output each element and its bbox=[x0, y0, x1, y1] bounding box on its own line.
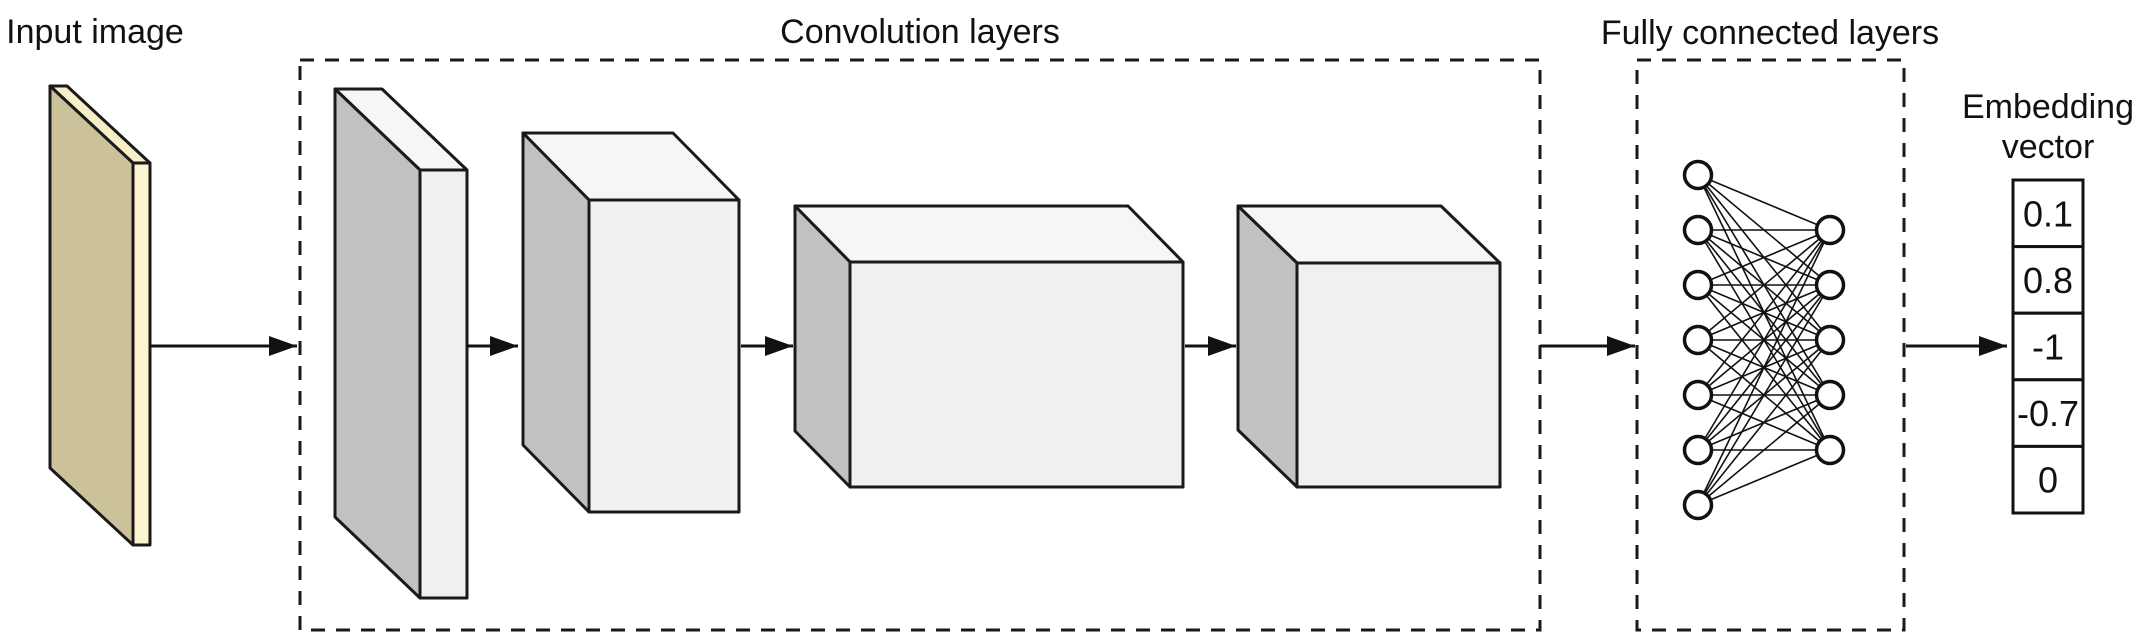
fc-input-node bbox=[1682, 159, 1714, 191]
embedding-vector-label-line1: Embedding bbox=[1962, 88, 2134, 126]
fc-network bbox=[1682, 159, 1846, 521]
embedding-cell bbox=[2011, 378, 2085, 448]
conv-box2-front-face bbox=[587, 198, 741, 514]
conv-box1-left-face bbox=[333, 87, 422, 600]
fc-connection-line bbox=[1697, 229, 1831, 506]
fc-connection-line bbox=[1697, 229, 1831, 341]
fc-input-node bbox=[1682, 434, 1714, 466]
embedding-cell-value: 0.1 bbox=[2023, 193, 2073, 234]
conv-layer-box-2 bbox=[521, 131, 741, 514]
fc-input-node bbox=[1682, 214, 1714, 246]
fc-connection-line bbox=[1697, 229, 1831, 451]
input-slab-front-face bbox=[131, 161, 152, 547]
fc-connection-line bbox=[1697, 449, 1831, 506]
embedding-cell-value: 0.8 bbox=[2023, 260, 2073, 301]
embedding-cell-value: 0 bbox=[2038, 460, 2058, 501]
embedding-vector-label-line2: vector bbox=[2002, 128, 2095, 166]
embedding-cell bbox=[2011, 444, 2085, 515]
conv-layer-box-4 bbox=[1236, 204, 1502, 489]
fc-connection-line bbox=[1697, 229, 1831, 396]
fc-output-node bbox=[1814, 434, 1846, 466]
input-image-slab bbox=[48, 84, 152, 547]
conv-layer-box-3 bbox=[793, 204, 1185, 489]
fc-connection-line bbox=[1697, 229, 1831, 286]
embedding-table: 0.1 0.8 -1 -0.7 0 bbox=[2011, 178, 2085, 515]
embedding-cell-value: -0.7 bbox=[2017, 393, 2079, 434]
conv-box2-left-face bbox=[521, 131, 591, 514]
fc-input-node bbox=[1682, 489, 1714, 521]
fc-output-node bbox=[1814, 269, 1846, 301]
conv-layer-box-1 bbox=[333, 87, 469, 600]
fc-connection-line bbox=[1697, 339, 1831, 506]
embedding-cell bbox=[2011, 178, 2085, 249]
fc-input-node bbox=[1682, 269, 1714, 301]
fc-connection-line bbox=[1697, 174, 1831, 231]
conv-box3-front-face bbox=[848, 260, 1185, 489]
embedding-cell bbox=[2011, 245, 2085, 315]
conv-box1-front-face bbox=[418, 168, 469, 600]
fully-connected-layers-container bbox=[1635, 58, 1906, 632]
embedding-cell-value: -1 bbox=[2032, 327, 2064, 368]
fc-input-node bbox=[1682, 379, 1714, 411]
fc-output-node bbox=[1814, 379, 1846, 411]
input-image-label: Input image bbox=[6, 13, 184, 51]
fc-connection-line bbox=[1697, 284, 1831, 506]
fully-connected-layers-label: Fully connected layers bbox=[1601, 14, 1939, 52]
fc-output-node bbox=[1814, 324, 1846, 356]
fc-connection-line bbox=[1697, 394, 1831, 506]
embedding-cell bbox=[2011, 311, 2085, 382]
input-slab-left-face bbox=[48, 84, 135, 547]
fc-input-node bbox=[1682, 324, 1714, 356]
conv-box3-top-face bbox=[793, 204, 1185, 264]
convolution-layers-label: Convolution layers bbox=[780, 13, 1060, 51]
fc-output-node bbox=[1814, 214, 1846, 246]
conv-box4-front-face bbox=[1295, 261, 1502, 489]
